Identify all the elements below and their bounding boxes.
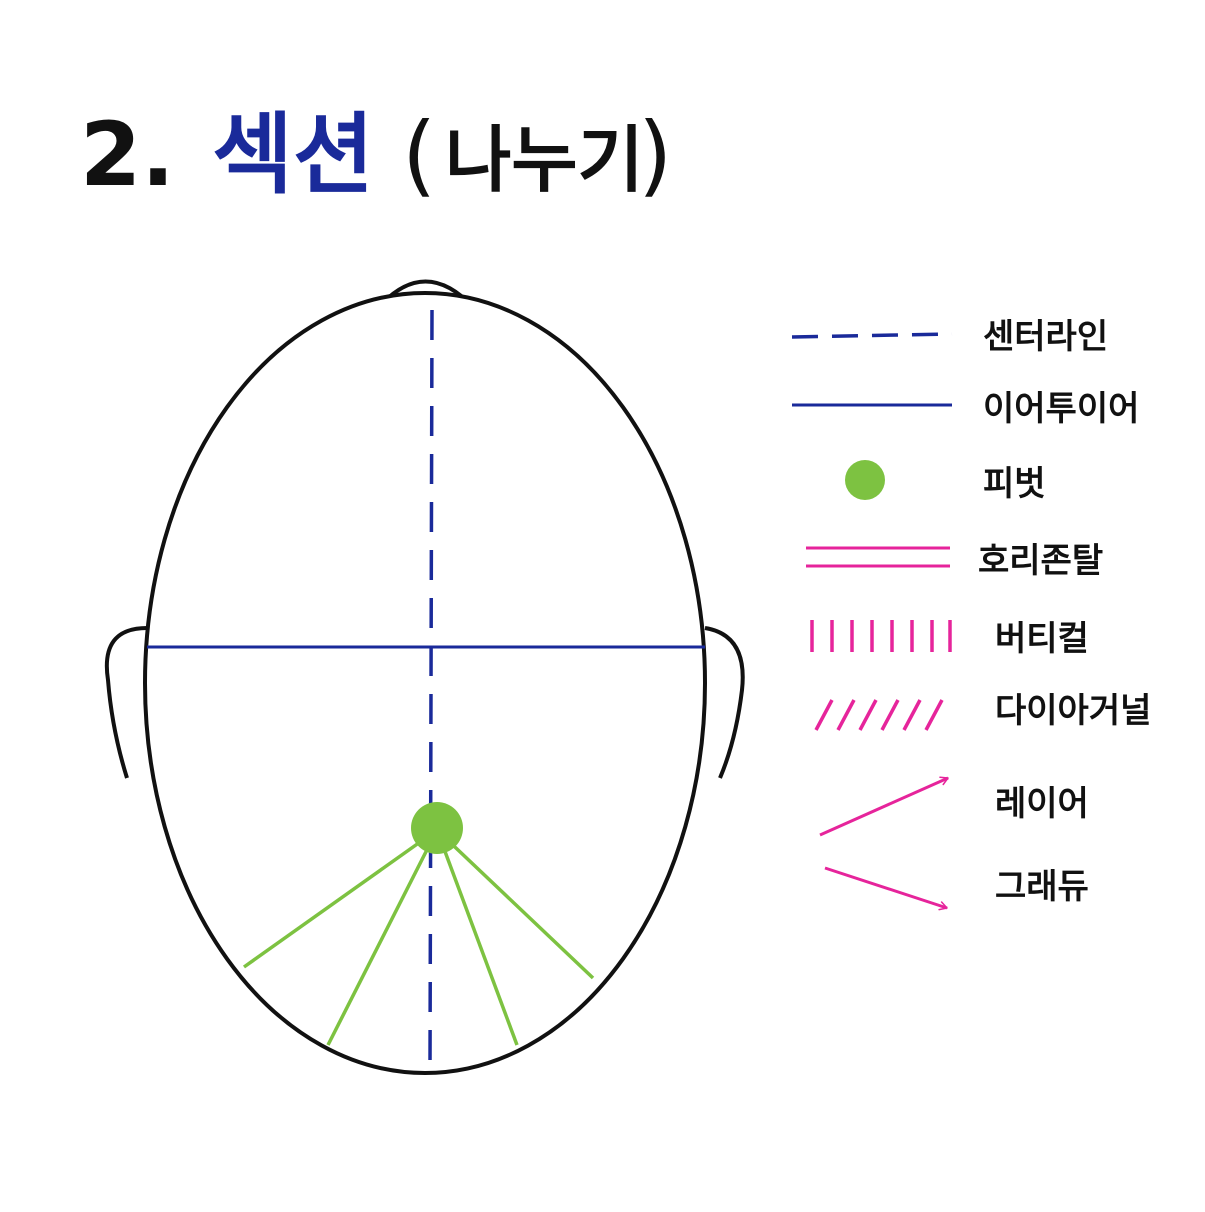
legend-item-vertical: 버티컬 xyxy=(810,619,1089,659)
legend-label: 레이어 xyxy=(995,784,1089,824)
head-diagram xyxy=(104,279,745,1075)
legend-item-ear-to-ear: 이어투이어 xyxy=(792,389,1139,429)
legend-item-center-line: 센터라인 xyxy=(791,317,1108,357)
left-ear-outline xyxy=(104,626,148,779)
page-title: 2. 섹션 ( 나누기 ) xyxy=(80,103,672,206)
title-number: 2. xyxy=(80,103,175,206)
legend-item-layer: 레이어 xyxy=(819,776,1089,837)
title-sub: 나누기 xyxy=(445,118,644,202)
legend-label: 센터라인 xyxy=(983,317,1108,357)
head-outline xyxy=(143,291,707,1075)
legend-item-diagonal: 다이아거널 xyxy=(814,691,1151,731)
legend-swatch-arrow-up xyxy=(819,776,949,837)
title-paren-open: ( xyxy=(402,103,436,206)
legend-label: 다이아거널 xyxy=(995,691,1151,731)
pivot-point xyxy=(411,802,463,854)
legend-label: 이어투이어 xyxy=(983,389,1139,429)
pivot-radial-line xyxy=(326,829,439,1046)
pivot-radial-line xyxy=(435,828,595,980)
legend-item-horizontal: 호리존탈 xyxy=(806,541,1103,581)
title-paren-close: ) xyxy=(638,103,672,206)
legend-swatch-vertical-ticks xyxy=(810,620,952,652)
title-main: 섹션 xyxy=(212,103,374,206)
center-line xyxy=(428,309,434,1069)
legend-swatch-arrow-down xyxy=(824,866,948,911)
legend-item-graduation: 그래듀 xyxy=(824,866,1089,911)
legend-label: 피벗 xyxy=(983,464,1046,504)
legend-label: 버티컬 xyxy=(995,619,1089,659)
legend-label: 호리존탈 xyxy=(978,541,1103,581)
legend: 센터라인 이어투이어 피벗 호리존탈 xyxy=(791,317,1151,911)
legend-swatch-green-dot xyxy=(845,460,885,500)
right-ear-outline xyxy=(704,626,745,779)
legend-swatch-diagonal-ticks xyxy=(814,699,944,731)
pivot-radials xyxy=(242,828,595,1046)
legend-item-pivot: 피벗 xyxy=(845,460,1046,504)
pivot-radial-line xyxy=(242,828,439,969)
legend-label: 그래듀 xyxy=(995,867,1089,907)
pivot-radial-line xyxy=(435,829,519,1046)
legend-swatch-dashed-blue xyxy=(791,332,953,339)
